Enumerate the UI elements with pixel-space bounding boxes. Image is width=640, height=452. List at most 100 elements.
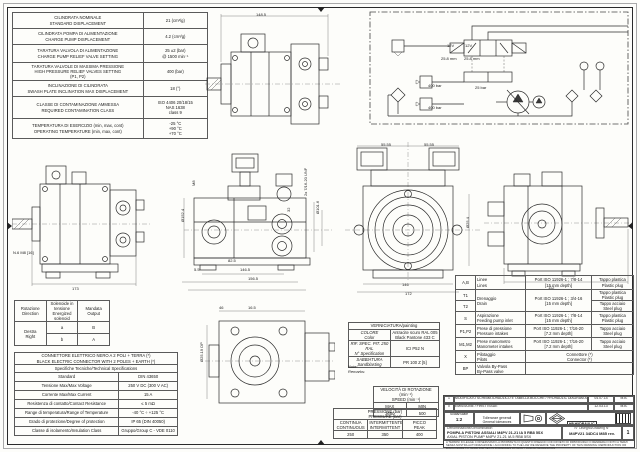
dimension-label: 173 — [72, 286, 79, 291]
dimension-label: 25.8 mm — [441, 56, 457, 61]
table-row: X Pilotaggio Pilots Connettore (*) Conne… — [455, 350, 634, 364]
table-row: BP Valvola By-Pass By-Pass valve — [455, 362, 634, 376]
spec-value: ISO 4406 20/18/15 NAS 1638 class 9 — [142, 96, 209, 119]
dimension-label: 146.5 — [240, 267, 251, 272]
table-row: M1,M2 Prese manometro Manometer intakes … — [455, 337, 634, 352]
table-row: TARATURA VALVOLE DI MASSIMA PRESSIONE HI… — [12, 62, 209, 81]
spec-label: TEMPERATURA DI ESERCIZIO (min, max, cont… — [12, 118, 144, 139]
spec-value: 18 (°) — [142, 80, 209, 97]
port-plug: Tappo plastica Plastic plug — [591, 275, 634, 290]
table-row: TEMPERATURA DI ESERCIZIO (min, max, cont… — [12, 118, 209, 139]
revision-description: EMISSIONE / FIRST ISSUE — [454, 404, 588, 411]
dimension-label: Ø101.6 — [315, 200, 320, 214]
port-code: A,B — [455, 275, 476, 290]
pressure-title: PRESSIONE (bar) PRESSURE (bar) — [333, 407, 437, 421]
connector-table: CONNETTORE ELETTRICO NERO A 2 POLI + TER… — [13, 352, 178, 436]
port-desc: Pilotaggio Pilots — [475, 350, 526, 364]
painting-value: PR 100 Z [5] — [389, 356, 441, 369]
table-row: TARATURA VALVOLA DI ALIMENTAZIONE CHARGE… — [12, 44, 209, 63]
bondioli-pavesi-diamond-logo-icon — [549, 413, 565, 424]
scale-value: 1:2 — [455, 416, 463, 422]
table-row: RIF. SPEC. PIT. 250 RAL N° Specification… — [348, 340, 441, 358]
dimension-label: N.6 M8 [16] — [13, 250, 34, 255]
pump-front-view — [345, 142, 480, 293]
connector-value: 250 V DC (300 V AC) — [118, 381, 178, 391]
dimension-label: 112 — [548, 285, 555, 290]
dimension-label: M8 — [191, 180, 196, 186]
revision-date: 12.03.13 — [588, 404, 614, 411]
painting-value: ICI P52 N — [389, 340, 441, 358]
pressure-header: INTERMITTENTE INTERMITTENT — [367, 419, 403, 432]
painting-label: COLORE Color — [348, 328, 391, 342]
connector-subtitle: Specifiche Tecniche/Technical Specificat… — [14, 364, 178, 373]
connector-label: Classe di isolamento/Insulation Class — [13, 426, 120, 436]
speed-title: VELOCITÀ DI ROTAZIONE (min⁻¹) SPEED (min… — [373, 385, 439, 404]
pressure-value: 400 — [401, 430, 438, 440]
hydraulic-schematic — [369, 11, 629, 125]
pump-side-view-center — [182, 153, 334, 291]
port-code: P1,P2 — [455, 324, 476, 339]
port-desc: Drenaggio Drain — [475, 288, 526, 313]
rotation-header: Rotazione Direction — [14, 299, 47, 323]
tolerances-field: Tolleranze generali General tolerances U… — [474, 412, 520, 425]
pressure-header: PICCO PEAK — [401, 419, 438, 432]
port-plug: Tappo acciaio Steel plug — [591, 337, 634, 352]
dimension-label: 148.5 — [256, 12, 267, 17]
table-row: P1,P2 Prese di pressione Pressure intake… — [455, 324, 634, 339]
table-row: Rotazione Direction Solenoide in tension… — [14, 299, 110, 323]
dimension-label: 5.5 — [194, 267, 200, 272]
rotation-header: Solenoide in tensione Energized solenoid — [45, 299, 79, 323]
painting-label: SABBIATURA Sandblasting — [348, 356, 391, 369]
spec-label: CILINDRATA POMPA DI ALIMENTAZIONE CHARGE… — [12, 28, 144, 45]
dimension-label: 25 bar — [475, 85, 487, 90]
revision-signature: M.B. — [614, 396, 634, 403]
denomination-label: Denominazione/Denomination — [447, 426, 493, 430]
center-mark-bottom — [317, 440, 325, 445]
port-plug: Tappo plastica Plastic plug — [591, 288, 634, 302]
scale-label: Scala/Scale — [450, 412, 468, 416]
dimension-label: 172 — [405, 291, 412, 296]
port-connector: Connettore (*) Connector (*) — [525, 350, 634, 364]
rotation-direction: Destra Right — [14, 321, 47, 347]
dimension-label: 2x 7/16-20 UNF — [303, 167, 308, 196]
dimension-label: 55.55 — [381, 142, 392, 147]
table-row: Range di temperatura/Range of Temperatur… — [13, 408, 178, 418]
table-row: Destra Right a B — [14, 321, 110, 347]
table-row: Resistenza di contatto/Contact Resistanc… — [13, 399, 178, 409]
table-row: T2 Tappo acciaio Steel plug — [455, 300, 634, 313]
table-row: VERNICIATURA/painting — [348, 322, 440, 330]
connector-value: Gruppo/Group C - VDE 0110 — [118, 426, 178, 436]
scale-field: Scala/Scale 1:2 — [444, 412, 474, 425]
port-plug: Tappo acciaio Steel plug — [591, 324, 634, 339]
dimension-label: 55.55 — [424, 142, 435, 147]
dimension-label: 400 bar — [428, 105, 442, 110]
dimension-label: 32 — [286, 207, 291, 212]
table-row: 250 350 400 — [332, 430, 438, 440]
port-code: T2 — [455, 300, 476, 313]
connector-value: IP 65 (DIN 40050) — [118, 417, 178, 427]
first-angle-projection-icon — [523, 414, 543, 423]
revision-signature: M.B. — [614, 404, 634, 411]
division-name: HP HYDRAULIC — [567, 420, 597, 425]
denomination-field: Denominazione/Denomination POMPA A PISTO… — [444, 426, 562, 440]
table-row: Grado di protezione/Degree of protection… — [13, 417, 178, 427]
table-row: INCLINAZIONE DI CILINDRATA SWASH PLATE I… — [12, 80, 209, 97]
port-code: S — [455, 311, 476, 326]
port-plug: Tappo plastica Plastic plug — [591, 311, 634, 326]
dimension-label: 46 — [219, 305, 224, 310]
rotation-output: B — [77, 321, 110, 335]
table-row: T1 Drenaggio Drain Port ISO 11926-1 ; 3/… — [455, 288, 634, 313]
port-desc: Aspirazione Feeding pump inlet — [475, 311, 526, 326]
rotation-table: Rotazione Direction Solenoide in tension… — [14, 299, 110, 347]
title-block-denomination-row: Denominazione/Denomination POMPA A PISTO… — [444, 426, 634, 441]
connector-value: -40 °C ÷ +125 °C — [118, 408, 178, 418]
table-row: CONTINUA CONTINUOUS INTERMITTENTE INTERM… — [332, 419, 438, 432]
table-row: CILINDRATA POMPA DI ALIMENTAZIONE CHARGE… — [12, 28, 209, 45]
